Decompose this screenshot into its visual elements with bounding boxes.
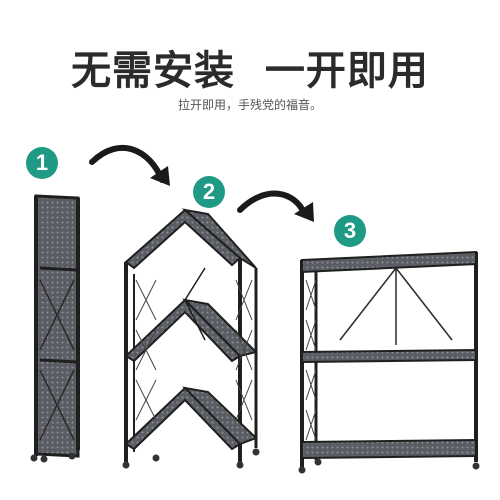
arrow-1-head — [150, 166, 170, 186]
subline: 拉开即用，手残党的福音。 — [177, 98, 322, 112]
shelf-folded — [30, 194, 80, 463]
arrow-1-to-2 — [89, 144, 165, 183]
step-3-badge: 3 — [334, 215, 366, 247]
step-1-number: 1 — [35, 150, 49, 175]
step-3-number: 3 — [343, 218, 357, 243]
arrow-2-to-3 — [237, 190, 308, 218]
step-2-number: 2 — [202, 179, 216, 204]
arrow-2-head — [294, 202, 314, 222]
headline: 无需安装 一开即用 — [71, 48, 429, 94]
step-1-badge: 1 — [26, 147, 58, 179]
step-2-badge: 2 — [193, 176, 225, 208]
shelf-opened — [298, 250, 480, 474]
shelf-unfolding — [122, 208, 260, 469]
